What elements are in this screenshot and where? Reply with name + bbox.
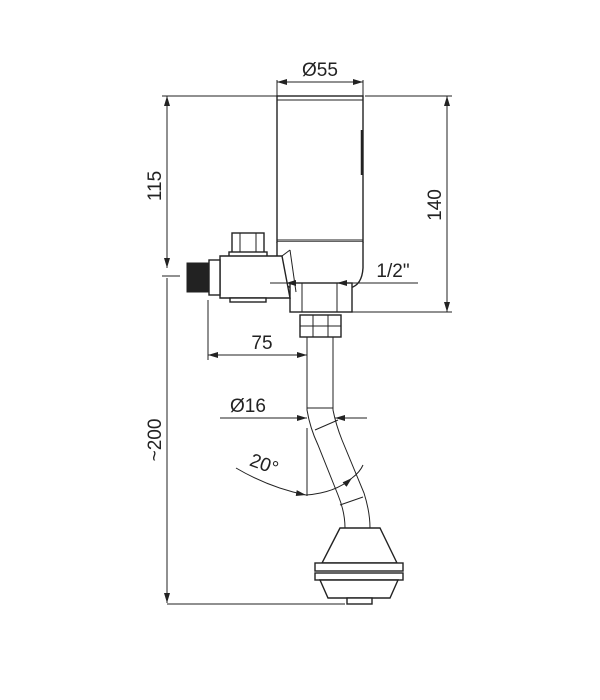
thread-size-label: 1/2" [376, 261, 409, 282]
lower-length-label: ~200 [145, 419, 166, 462]
bottom-nozzle [314, 527, 404, 605]
flush-pipe [299, 314, 371, 529]
bend-angle-label: 20° [247, 450, 281, 480]
inlet-offset-label: 75 [251, 333, 272, 354]
upper-height-label: 115 [145, 171, 166, 201]
sensor-body [276, 95, 364, 313]
sensor-diameter-label: Ø55 [302, 60, 338, 81]
total-height-label: 140 [425, 189, 446, 221]
dimension-lines [162, 79, 452, 605]
pipe-diameter-label: Ø16 [230, 396, 266, 417]
side-valve [186, 232, 297, 303]
